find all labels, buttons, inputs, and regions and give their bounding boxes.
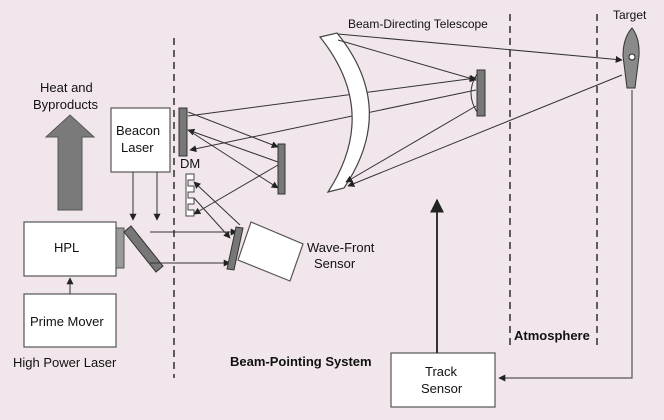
wavefront-label-line2: Sensor bbox=[314, 256, 356, 271]
heat-label-line2: Byproducts bbox=[33, 97, 99, 112]
target-label: Target bbox=[613, 8, 647, 22]
hpl-box bbox=[23, 221, 117, 277]
beacon-label-line1: Beacon bbox=[116, 123, 160, 138]
heat-arrow-icon bbox=[44, 114, 96, 211]
ray-secondary-to-steering bbox=[189, 89, 477, 153]
wavefront-label-line1: Wave-Front bbox=[307, 240, 375, 255]
ray-dm-to-fold-top bbox=[187, 111, 279, 148]
high-power-laser-label: High Power Laser bbox=[13, 355, 117, 370]
steering-mirror bbox=[178, 107, 188, 157]
ray-wfs-to-dm bbox=[193, 181, 241, 226]
ray-steering-to-secondary bbox=[187, 75, 477, 117]
target-aim-point bbox=[628, 53, 636, 61]
ray-secondary-to-primary-low bbox=[345, 105, 477, 183]
track-label-line1: Track bbox=[425, 364, 458, 379]
ray-dm-to-wfs bbox=[193, 197, 231, 239]
ray-primary-top-to-secondary bbox=[337, 39, 477, 82]
hpl-label: HPL bbox=[54, 240, 79, 255]
beam-pointing-label: Beam-Pointing System bbox=[230, 354, 372, 369]
beam-combiner-mirror bbox=[123, 225, 164, 273]
track-label-line2: Sensor bbox=[421, 381, 463, 396]
ray-fold-to-dm-low bbox=[193, 164, 279, 215]
beacon-label-line2: Laser bbox=[121, 140, 154, 155]
beacon-laser-box bbox=[110, 107, 171, 173]
prime-mover-label: Prime Mover bbox=[30, 314, 104, 329]
ray-dm-to-fold-mid bbox=[187, 129, 279, 189]
fold-mirror bbox=[277, 143, 286, 195]
dm-label: DM bbox=[180, 156, 200, 171]
telescope-label: Beam-Directing Telescope bbox=[348, 17, 488, 31]
wfs-mirror bbox=[226, 226, 244, 271]
heat-label-line1: Heat and bbox=[40, 80, 93, 95]
atmosphere-label: Atmosphere bbox=[514, 328, 590, 343]
target-to-track-feedback bbox=[498, 90, 633, 382]
beam-to-target bbox=[337, 33, 623, 63]
track-sensor-box bbox=[390, 352, 496, 408]
ray-fold-to-dm-mid bbox=[187, 128, 279, 163]
telescope-primary-mirror bbox=[318, 32, 370, 193]
beam-return-from-target bbox=[347, 74, 623, 187]
telescope-secondary-mirror bbox=[476, 69, 486, 117]
wavefront-sensor-box bbox=[237, 221, 304, 282]
hpl-output-port bbox=[115, 227, 125, 269]
